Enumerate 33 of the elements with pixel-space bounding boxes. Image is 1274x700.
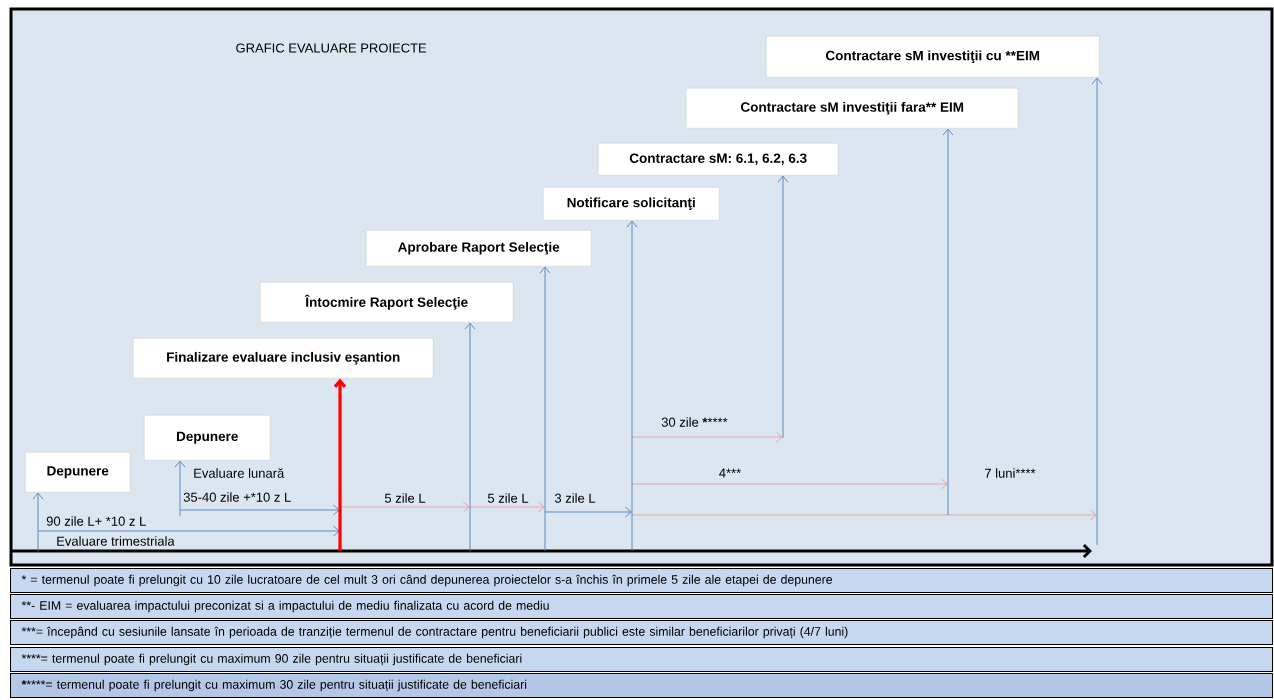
- footnote-band: ****= termenul poate fi prelungit cu maximum 90 zile pentru situații justificate de beneficiari: [10, 647, 1273, 672]
- arrow: [942, 128, 954, 516]
- title: GRAFIC EVALUARE PROIECTE: [236, 43, 427, 53]
- duration-label: 30 zile *****: [661, 417, 728, 427]
- arrow: [1091, 77, 1103, 546]
- arrow: [32, 492, 44, 552]
- milestone-box: Depunere: [25, 452, 131, 493]
- arrow: [539, 266, 551, 552]
- duration-label: 3 zile L: [554, 493, 596, 503]
- duration-label: 90 zile L+ *10 z L: [46, 516, 146, 526]
- arrow: [777, 175, 789, 439]
- milestone-box: Depunere: [144, 415, 271, 461]
- milestone-box: Contractare sM investiţii cu **EIM: [766, 36, 1100, 78]
- arrow: [333, 378, 347, 551]
- arrow: [626, 220, 638, 552]
- footnote-band: *****= termenul poate fi prelungit cu maximum 30 zile pentru situații justificate de beneficiari: [10, 673, 1273, 698]
- duration-label: 5 zile L: [487, 493, 529, 503]
- duration-label: 35-40 zile +*10 z L: [183, 492, 291, 502]
- arrow: [174, 460, 186, 517]
- arrow: [464, 322, 476, 552]
- milestone-box: Întocmire Raport Selecţie: [260, 282, 514, 323]
- footnote-band: ***= începând cu sesiunile lansate în perioada de tranziție termenul de contractare pentru beneficiarii publici este similar beneficiarilor privați (4/7 luni): [10, 620, 1273, 645]
- milestone-box: Aprobare Raport Selecţie: [366, 230, 592, 267]
- duration-label: 5 zile L: [384, 493, 426, 503]
- duration-label: 4***: [719, 468, 741, 478]
- duration-label: 7 luni****: [985, 468, 1036, 478]
- milestone-box: Finalizare evaluare inclusiv eşantion: [133, 338, 434, 379]
- milestone-box: Notificare solicitanţi: [543, 187, 720, 221]
- footnote-band: * = termenul poate fi prelungit cu 10 zile lucratoare de cel mult 3 ori când depunerea proiectelor s-a închis în primele 5 zile ale etapei de depunere: [10, 568, 1273, 593]
- duration-label: Evaluare trimestriala: [57, 536, 175, 546]
- footnote-band: **- EIM = evaluarea impactului preconizat si a impactului de mediu finalizata cu acord de mediu: [10, 594, 1273, 619]
- milestone-box: Contractare sM investiţii fara** EIM: [686, 88, 1019, 129]
- milestone-box: Contractare sM: 6.1, 6.2, 6.3: [598, 143, 839, 176]
